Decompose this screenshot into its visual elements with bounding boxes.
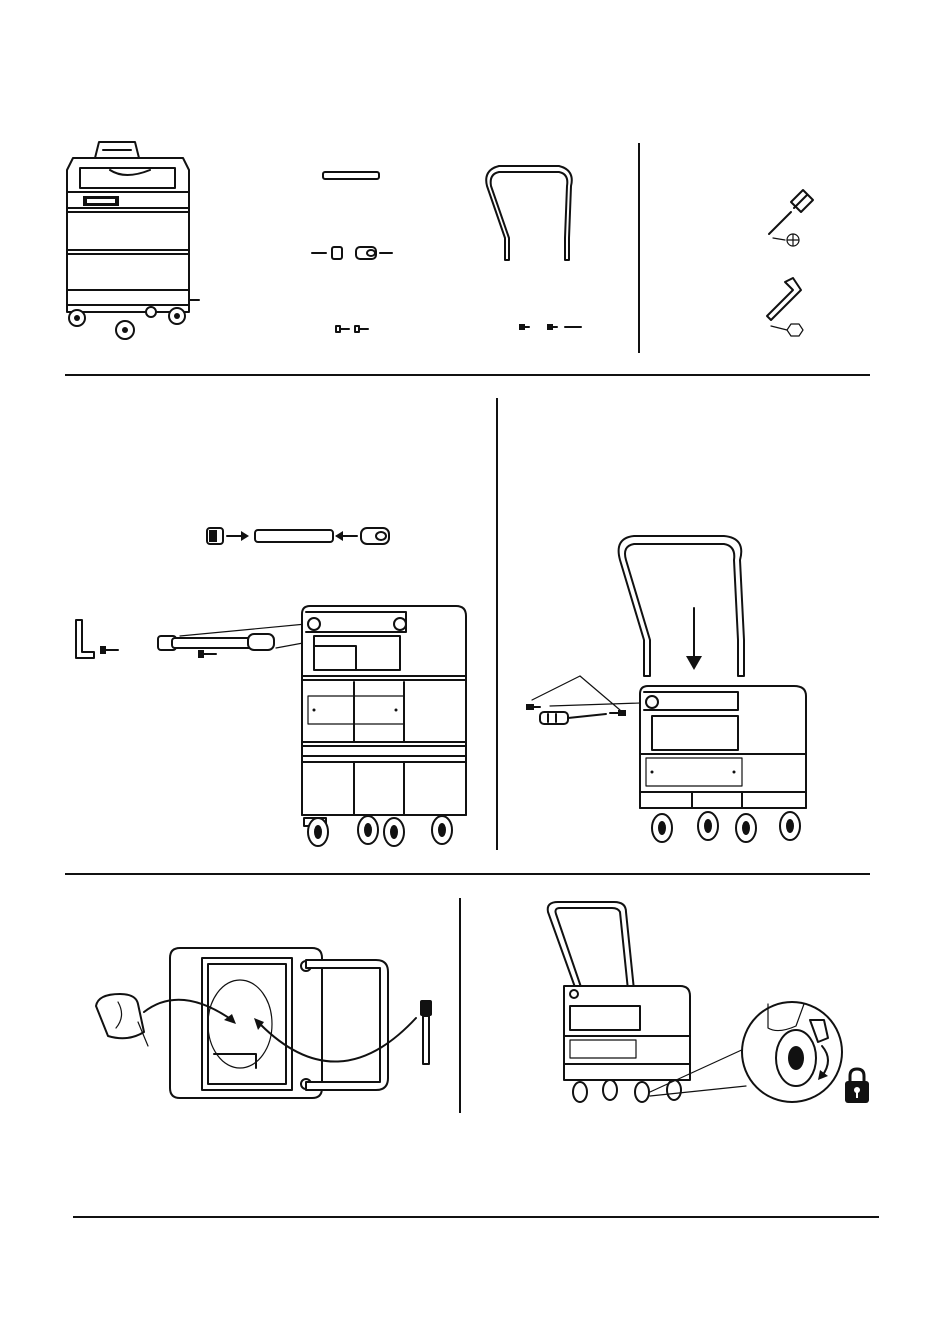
- handle-insert-diagram: [606, 530, 754, 680]
- step-divider-4: [459, 898, 461, 1113]
- caster-lock-detail: [738, 998, 848, 1108]
- hex-key-icon: [763, 276, 823, 344]
- phillips-screwdriver-icon: [538, 708, 610, 730]
- tools-divider: [638, 143, 640, 353]
- insert-arrow-icon: [684, 606, 704, 674]
- section-divider-3: [65, 873, 870, 875]
- axle-exploded-diagram: [205, 522, 395, 552]
- handle-part: [483, 160, 579, 264]
- step-divider-2: [496, 398, 498, 850]
- cart-with-handle-view: [540, 900, 700, 1110]
- pour-arrow-right: [248, 1012, 420, 1070]
- cart-rear-view: [634, 680, 814, 850]
- pour-arrow-left: [140, 990, 240, 1032]
- axle-bolts-part: [334, 322, 374, 336]
- section-divider-1: [65, 374, 870, 376]
- axle-caps-part: [310, 244, 394, 262]
- lock-icon: [842, 1066, 872, 1106]
- hex-key-icon: [72, 618, 98, 662]
- axle-tube-part: [322, 170, 382, 182]
- phillips-screwdriver-icon: [763, 188, 823, 250]
- speaker-cart-illustration: [55, 140, 205, 345]
- handle-screws-part: [515, 320, 585, 334]
- cart-rear-view: [296, 600, 474, 850]
- footer-rule: [73, 1216, 879, 1218]
